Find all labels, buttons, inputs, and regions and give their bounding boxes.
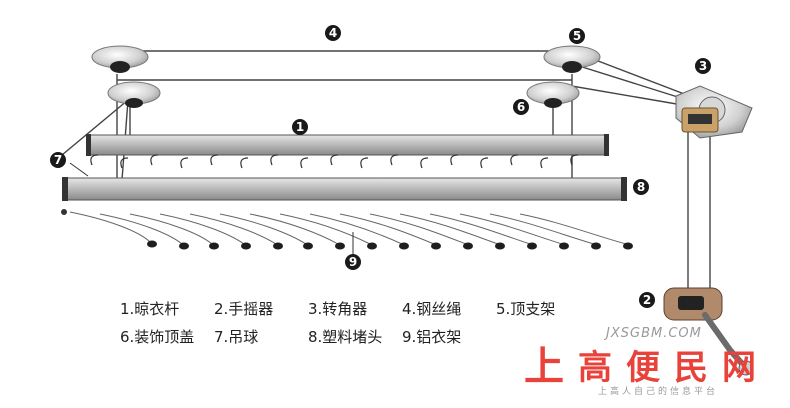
- svg-text:4: 4: [329, 26, 337, 40]
- legend-item-6: 6.装饰顶盖: [120, 328, 195, 346]
- watermark-site: JXSGBM.COM: [606, 326, 702, 341]
- legend-item-5: 5.顶支架: [496, 300, 556, 318]
- hanger-clips: [147, 240, 633, 250]
- watermark-char-4: 民: [674, 348, 708, 388]
- watermark: JXSGBM.COM 上 高 便 民 网 上高人自己的信息平台: [524, 322, 786, 406]
- svg-text:3: 3: [699, 59, 707, 73]
- callout-7: 7: [50, 152, 66, 168]
- legend-item-4: 4.钢丝绳: [402, 300, 462, 318]
- watermark-slogan: 上高人自己的信息平台: [598, 387, 719, 397]
- svg-text:6: 6: [517, 100, 525, 114]
- aluminum-hangers: [69, 211, 627, 245]
- callout-4: 4: [325, 25, 341, 41]
- drying-rod-front: [62, 177, 627, 201]
- svg-text:8: 8: [637, 180, 645, 194]
- svg-text:5: 5: [573, 29, 581, 43]
- svg-text:9: 9: [349, 255, 357, 269]
- drying-rod-back: [86, 134, 609, 156]
- callout-6: 6: [513, 99, 529, 115]
- callout-9: 9: [345, 254, 361, 270]
- callout-2: 2: [639, 292, 655, 308]
- steel-wires: [61, 50, 711, 292]
- callout-5: 5: [569, 28, 585, 44]
- legend-item-3: 3.转角器: [308, 300, 368, 318]
- legend-item-2: 2.手摇器: [214, 300, 274, 318]
- decorative-cap-right: [526, 81, 580, 108]
- legend-item-1: 1.晾衣杆: [120, 300, 180, 318]
- hand-crank: [663, 287, 754, 376]
- watermark-char-5: 网: [722, 348, 756, 388]
- hanging-ball: [61, 209, 67, 215]
- callout-3: 3: [695, 58, 711, 74]
- back-hooks: [90, 154, 579, 169]
- svg-text:1: 1: [296, 120, 304, 134]
- top-support-right-back: [543, 45, 601, 73]
- decorative-cap-left: [107, 81, 161, 108]
- top-support-left-back: [91, 45, 149, 73]
- svg-text:7: 7: [54, 153, 62, 167]
- svg-text:2: 2: [643, 293, 651, 307]
- watermark-char-3: 便: [626, 348, 660, 388]
- legend-item-8: 8.塑料堵头: [308, 328, 383, 346]
- legend-item-7: 7.吊球: [214, 328, 259, 346]
- corner-unit: [675, 85, 753, 139]
- watermark-char-2: 高: [578, 348, 612, 388]
- callout-8: 8: [633, 179, 649, 195]
- watermark-char-1: 上: [524, 344, 564, 390]
- legend-item-9: 9.铝衣架: [402, 328, 462, 346]
- callout-leaders: [69, 162, 354, 255]
- callout-1: 1: [292, 119, 308, 135]
